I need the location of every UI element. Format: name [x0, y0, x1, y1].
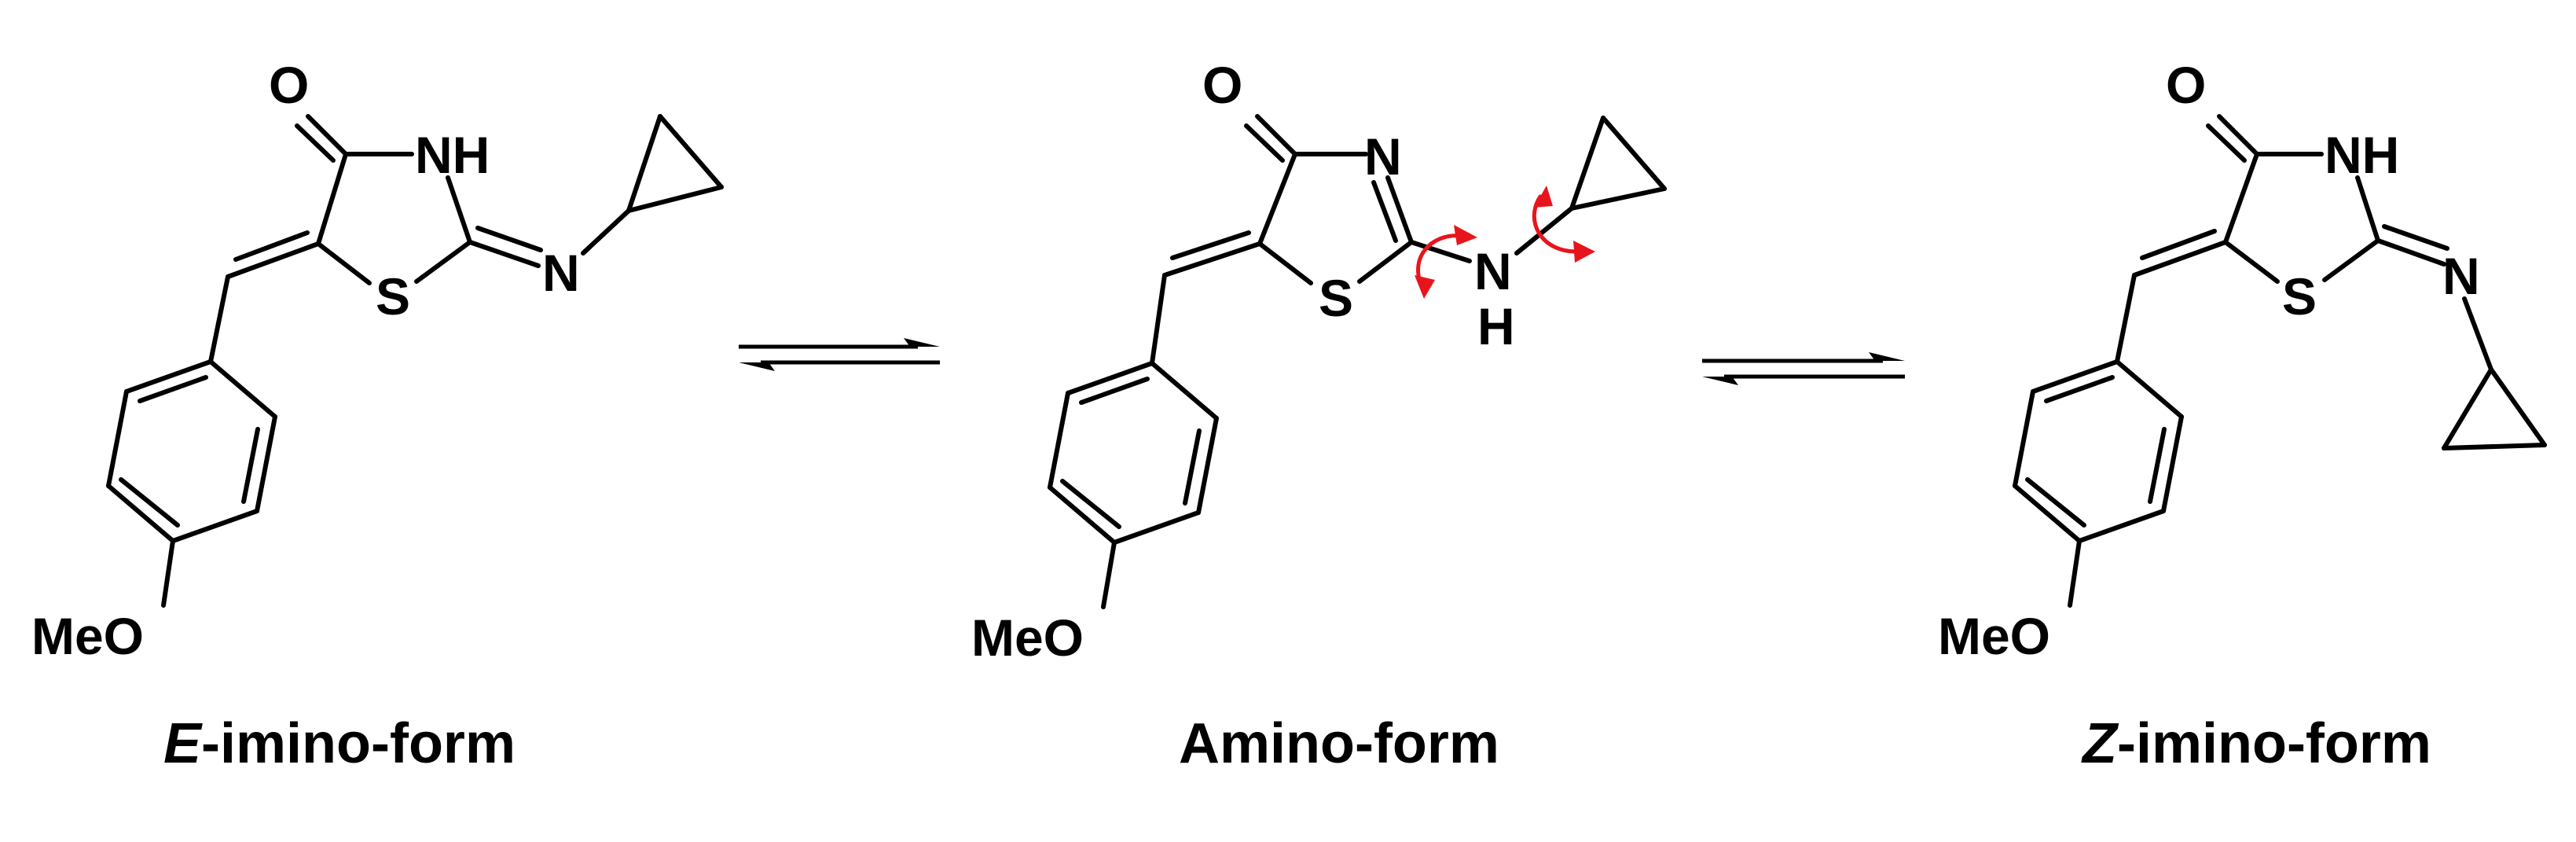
equilibrium-arrow-2	[1702, 352, 1905, 385]
e-ring-nh-label: NH	[415, 126, 490, 184]
z-imino-caption: Z-imino-form	[2081, 712, 2431, 775]
z-ring-sulfur-label: S	[2282, 267, 2317, 325]
amino-caption: Amino-form	[1179, 712, 1499, 775]
amino-nh-hydrogen-label: H	[1477, 297, 1515, 355]
z-carbonyl-oxygen-label: O	[2166, 56, 2206, 114]
e-carbonyl-oxygen-label: O	[269, 56, 309, 114]
z-imino-structure: O NH S N MeO Z-imino-form	[1938, 56, 2547, 775]
amino-methoxy-label: MeO	[971, 609, 1084, 667]
z-methoxy-label: MeO	[1938, 607, 2050, 665]
amino-ring-sulfur-label: S	[1319, 269, 1353, 327]
e-imine-nitrogen-label: N	[542, 244, 580, 302]
e-imino-structure: O NH S N MeO E-imino-form	[31, 56, 724, 775]
amino-ring-nitrogen-label: N	[1364, 127, 1402, 186]
equilibrium-arrow-1	[739, 338, 940, 371]
e-methoxy-label: MeO	[31, 607, 144, 665]
e-imino-caption: E-imino-form	[163, 712, 516, 775]
z-ring-nh-label: NH	[2325, 126, 2399, 184]
amino-structure: O N S N H MeO Amino-form	[971, 56, 1667, 775]
rotation-arrow-c2-n	[1415, 225, 1477, 299]
amino-carbonyl-oxygen-label: O	[1202, 56, 1242, 114]
rotation-arrow-n-cyclopropyl	[1532, 186, 1595, 263]
e-ring-sulfur-label: S	[376, 267, 410, 325]
amino-nh-nitrogen-label: N	[1474, 242, 1512, 300]
z-imine-nitrogen-label: N	[2442, 247, 2480, 305]
